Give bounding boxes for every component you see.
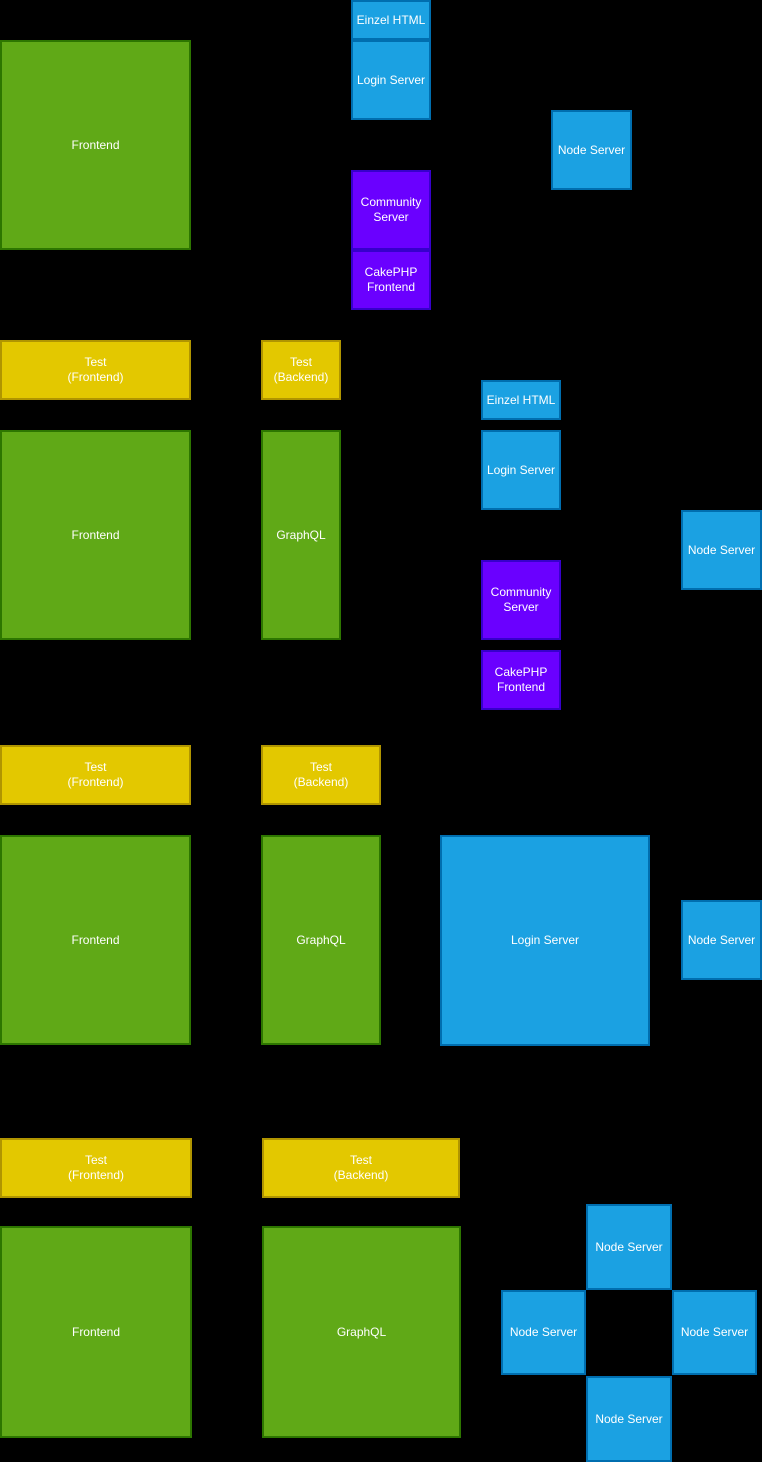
node-label: Test (Frontend) bbox=[67, 355, 124, 384]
node-label: Node Server bbox=[595, 1239, 663, 1254]
node-label: Node Server bbox=[680, 1325, 749, 1339]
node-label: Login Server bbox=[510, 933, 580, 947]
node-label: Node Server bbox=[509, 1325, 578, 1339]
diagram-node-community-server[interactable]: Community Server bbox=[351, 170, 431, 250]
diagram-node-cakephp-frontend[interactable]: CakePHP Frontend bbox=[351, 250, 431, 310]
diagram-node-einzel-html[interactable]: Einzel HTML bbox=[351, 0, 431, 40]
node-label: Node Server bbox=[687, 932, 756, 947]
diagram-node-test-backend[interactable]: Test (Backend) bbox=[261, 745, 381, 805]
diagram-node-einzel-html[interactable]: Einzel HTML bbox=[481, 380, 561, 420]
diagram-node-node-server[interactable]: Node Server bbox=[551, 110, 632, 190]
node-label: Node Server bbox=[687, 542, 756, 557]
diagram-node-test-frontend[interactable]: Test (Frontend) bbox=[0, 745, 191, 805]
diagram-node-login-server[interactable]: Login Server bbox=[481, 430, 561, 510]
node-label: GraphQL bbox=[276, 527, 326, 542]
node-label: Login Server bbox=[356, 72, 426, 87]
node-label: Node Server bbox=[557, 142, 626, 157]
diagram-node-login-server[interactable]: Login Server bbox=[351, 40, 431, 120]
node-label: Einzel HTML bbox=[356, 12, 426, 27]
diagram-node-frontend[interactable]: Frontend bbox=[0, 430, 191, 640]
node-label: Test (Backend) bbox=[333, 1153, 389, 1182]
node-label: Node Server bbox=[595, 1411, 663, 1426]
node-label: Frontend bbox=[71, 137, 120, 152]
diagram-node-login-server[interactable]: Login Server bbox=[440, 835, 650, 1046]
diagram-node-node-server[interactable]: Node Server bbox=[672, 1290, 757, 1375]
diagram-node-node-server[interactable]: Node Server bbox=[501, 1290, 586, 1375]
diagram-node-graphql[interactable]: GraphQL bbox=[262, 1226, 461, 1438]
node-label: GraphQL bbox=[296, 932, 346, 947]
diagram-node-frontend[interactable]: Frontend bbox=[0, 835, 191, 1045]
diagram-node-test-backend[interactable]: Test (Backend) bbox=[261, 340, 341, 400]
diagram-node-node-server[interactable]: Node Server bbox=[681, 900, 762, 980]
diagram-node-node-server[interactable]: Node Server bbox=[586, 1376, 672, 1462]
diagram-node-frontend[interactable]: Frontend bbox=[0, 1226, 192, 1438]
node-label: Test (Backend) bbox=[293, 760, 349, 789]
diagram-node-test-frontend[interactable]: Test (Frontend) bbox=[0, 340, 191, 400]
node-label: Community Server bbox=[490, 585, 552, 614]
diagram-node-graphql[interactable]: GraphQL bbox=[261, 835, 381, 1045]
node-label: CakePHP Frontend bbox=[494, 665, 548, 694]
diagram-node-cakephp-frontend[interactable]: CakePHP Frontend bbox=[481, 650, 561, 710]
diagram-node-graphql[interactable]: GraphQL bbox=[261, 430, 341, 640]
diagram-node-test-frontend[interactable]: Test (Frontend) bbox=[0, 1138, 192, 1198]
node-label: GraphQL bbox=[336, 1324, 387, 1339]
diagram-node-community-server[interactable]: Community Server bbox=[481, 560, 561, 640]
node-label: Einzel HTML bbox=[486, 392, 556, 407]
diagram-node-node-server[interactable]: Node Server bbox=[586, 1204, 672, 1290]
node-label: Login Server bbox=[486, 462, 556, 477]
diagram-node-node-server[interactable]: Node Server bbox=[681, 510, 762, 590]
node-label: Frontend bbox=[71, 1324, 121, 1339]
node-label: Frontend bbox=[71, 527, 120, 542]
node-label: Community Server bbox=[360, 195, 422, 224]
node-label: Test (Backend) bbox=[273, 355, 329, 384]
node-label: Test (Frontend) bbox=[67, 1153, 125, 1182]
diagram-node-test-backend[interactable]: Test (Backend) bbox=[262, 1138, 460, 1198]
node-label: Frontend bbox=[71, 932, 120, 947]
node-label: CakePHP Frontend bbox=[364, 265, 418, 294]
node-label: Test (Frontend) bbox=[67, 760, 124, 789]
diagram-node-frontend[interactable]: Frontend bbox=[0, 40, 191, 250]
